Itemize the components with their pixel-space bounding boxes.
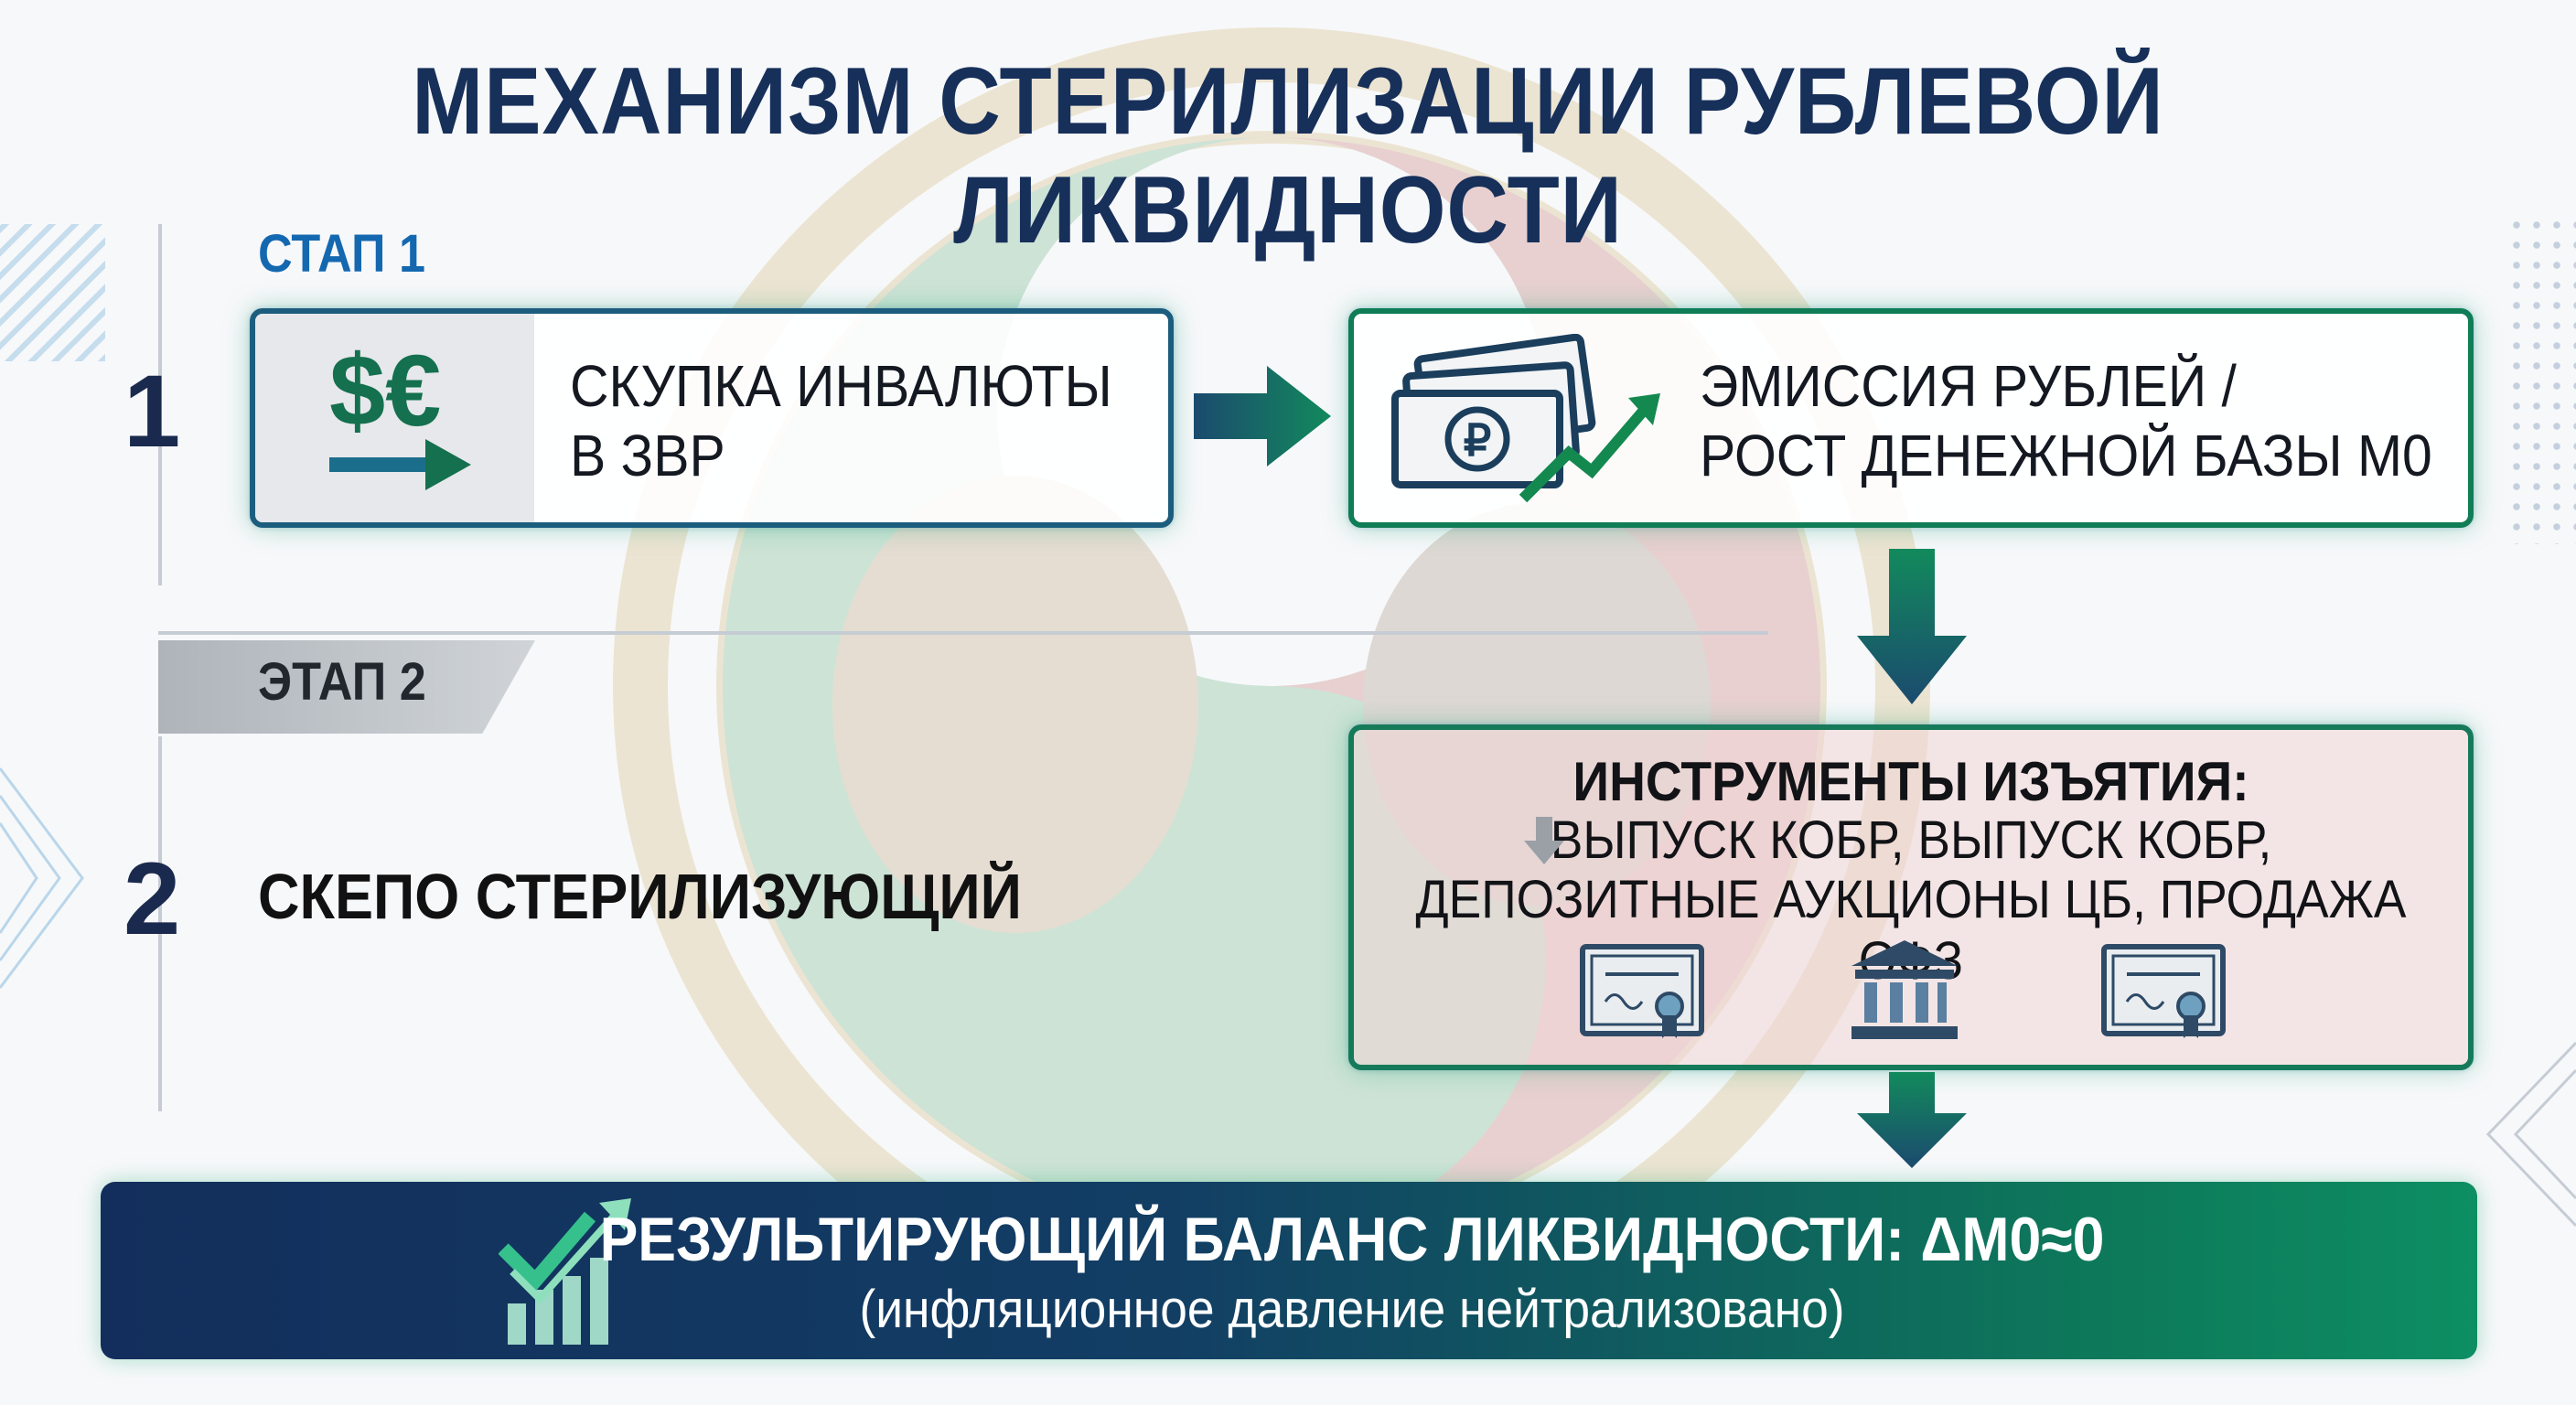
purchase-box — [250, 308, 1174, 528]
instruments-line2: ДЕПОЗИТНЫЕ АУКЦИОНЫ ЦБ, ПРОДАЖА ОФЗ — [1415, 870, 2407, 991]
svg-text:₽: ₽ — [1464, 417, 1492, 466]
purchase-line1: СКУПКА ИНВАЛЮТЫ — [570, 353, 1112, 419]
instruments-title: ИНСТРУМЕНТЫ ИЗЪЯТИЯ: — [1572, 751, 2249, 812]
arrow-right-icon — [1194, 366, 1331, 467]
result-subtitle: (инфляционное давление нейтрализовано) — [859, 1280, 1845, 1339]
emission-line1: ЭМИССИЯ РУБЛЕЙ / — [1700, 353, 2237, 419]
stage-divider — [158, 631, 1768, 635]
purchase-line2: В ЗВР — [570, 423, 725, 488]
emission-text: ЭМИССИЯ РУБЛЕЙ / РОСТ ДЕНЕЖНОЙ БАЗЫ М0 — [1700, 351, 2432, 490]
certificate-icon — [2101, 944, 2226, 1038]
decorative-lines — [2485, 1041, 2576, 1228]
instruments-box — [1348, 724, 2474, 1070]
emission-line2: РОСТ ДЕНЕЖНОЙ БАЗЫ М0 — [1700, 423, 2432, 488]
stage1-label: СТАП 1 — [258, 224, 426, 284]
arrow-down-icon — [1857, 1072, 1967, 1168]
small-down-arrow-icon — [1524, 817, 1564, 864]
instruments-line1: ВЫПУСК КОБР, ВЫПУСК КОБР, — [1550, 810, 2272, 870]
timeline-line — [158, 736, 162, 1111]
purchase-text: СКУПКА ИНВАЛЮТЫ В ЗВР — [570, 351, 1112, 490]
page-title: МЕХАНИЗМ СТЕРИЛИЗАЦИИ РУБЛЕВОЙ ЛИКВИДНОС… — [412, 48, 2164, 263]
stage2-number: 2 — [123, 842, 181, 956]
result-title: РЕЗУЛЬТИРУЮЩИЙ БАЛАНС ЛИКВИДНОСТИ: ΔM0≈0 — [599, 1205, 2105, 1274]
decorative-dots — [2506, 215, 2576, 544]
dollar-euro-arrow-icon: $€ — [329, 335, 471, 490]
ruble-banknotes-growth-icon: ₽ — [1391, 334, 1660, 503]
stage2-name: СКЕПО СТЕРИЛИЗУЮЩИЙ — [258, 861, 1022, 932]
decorative-lines — [0, 767, 84, 989]
result-banner — [101, 1182, 2477, 1359]
decorative-hatch — [0, 224, 105, 361]
certificate-icon — [1580, 944, 1704, 1038]
central-bank-icon — [1852, 940, 1958, 1039]
arrow-down-icon — [1857, 549, 1967, 704]
stage1-number: 1 — [123, 354, 181, 468]
stage2-tab — [158, 640, 535, 734]
svg-text:$€: $€ — [329, 335, 441, 447]
check-growth-chart-icon — [499, 1198, 631, 1345]
stage2-label: ЭТАП 2 — [258, 652, 426, 712]
icon-panel — [255, 314, 534, 522]
timeline-line — [158, 224, 162, 585]
